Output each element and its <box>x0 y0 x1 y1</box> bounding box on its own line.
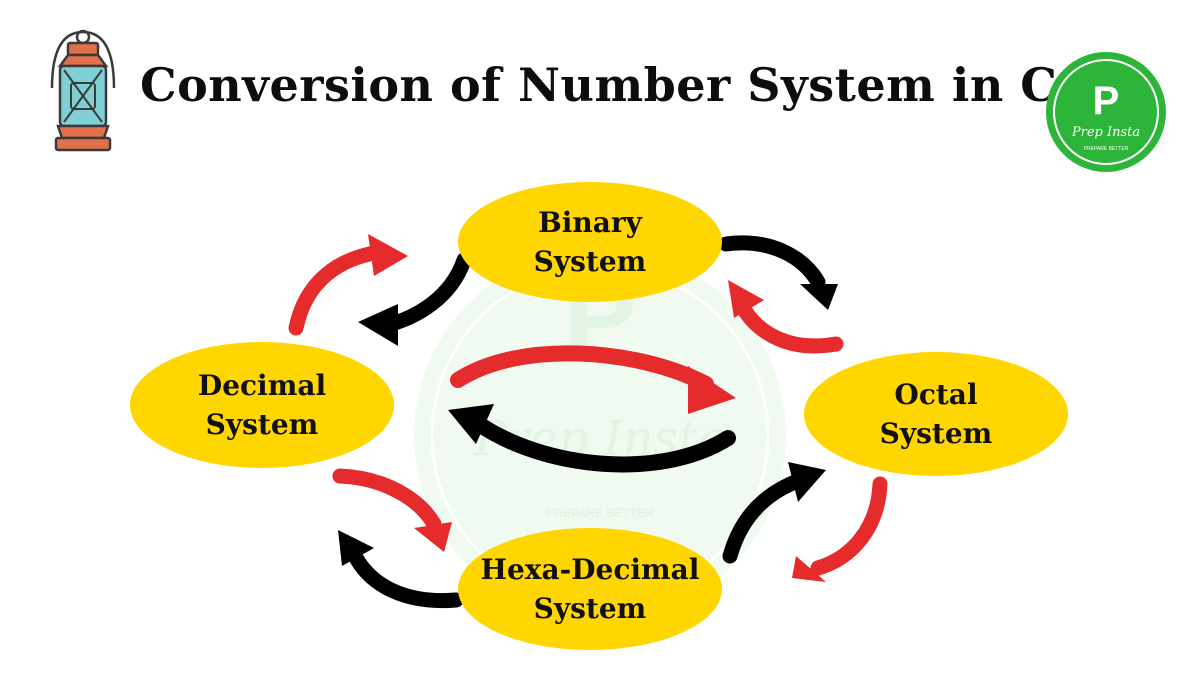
prepinsta-logo: P Prep Insta PREPARE BETTER <box>1046 52 1166 172</box>
arrow-decimal-to-octal <box>450 345 736 414</box>
node-hexa-line1: Hexa-Decimal <box>480 552 700 586</box>
arrow-binary-to-octal <box>718 235 838 310</box>
arrow-decimal-to-hexa <box>332 468 452 552</box>
arrow-decimal-to-binary <box>288 234 408 336</box>
node-octal-line1: Octal <box>894 377 978 411</box>
logo-letter: P <box>1093 79 1120 123</box>
node-hexa-line2: System <box>533 592 647 625</box>
node-decimal-system: Decimal System <box>130 342 394 468</box>
logo-brand: Prep Insta <box>1071 125 1140 140</box>
node-binary-line1: Binary <box>538 205 642 239</box>
node-binary-system: Binary System <box>458 182 722 302</box>
node-binary-line2: System <box>533 245 647 278</box>
node-hexa-decimal-system: Hexa-Decimal System <box>458 528 722 650</box>
lantern-icon <box>50 29 116 152</box>
page-title: Conversion of Number System in C <box>140 58 1058 112</box>
node-decimal-line1: Decimal <box>197 368 327 402</box>
arrow-octal-to-binary <box>728 280 844 354</box>
arrow-octal-to-decimal <box>448 404 736 473</box>
watermark-tagline: PREPARE BETTER <box>546 506 653 520</box>
arrow-hexa-to-octal <box>722 462 826 564</box>
arrow-octal-to-hexa <box>792 476 888 582</box>
logo-tagline: PREPARE BETTER <box>1084 146 1129 152</box>
node-octal-system: Octal System <box>804 352 1068 476</box>
node-decimal-line2: System <box>205 408 319 441</box>
node-octal-line2: System <box>879 417 993 450</box>
arrow-hexa-to-decimal <box>338 530 464 609</box>
arrow-binary-to-decimal <box>358 252 472 346</box>
